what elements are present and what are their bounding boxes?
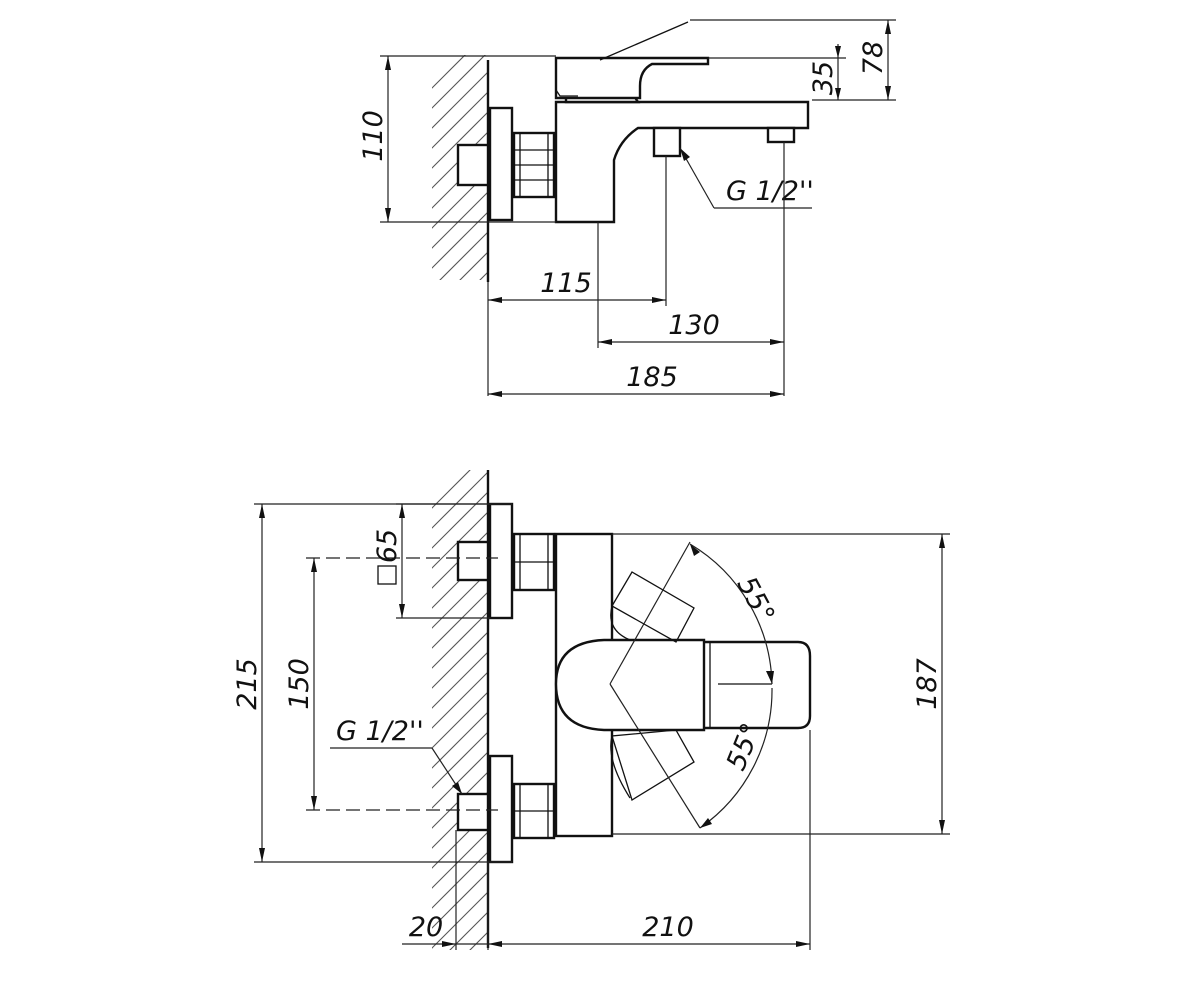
angle-upper-label: 55° — [731, 572, 781, 629]
mixer-body-side — [554, 100, 810, 224]
shower-outlet-side — [766, 126, 796, 144]
dim-130-label: 130 — [668, 310, 720, 341]
hex-nut-upper — [512, 532, 556, 592]
inlet-pipe-side — [456, 143, 490, 187]
dim-35-label: 35 — [808, 61, 839, 95]
dim-115-label: 115 — [540, 268, 592, 299]
dim-20: 20 — [402, 830, 489, 950]
dim-65-label: 65 — [372, 529, 403, 563]
dim-20-label: 20 — [409, 912, 443, 943]
lever-handle-top — [554, 638, 706, 732]
dim-130: 130 — [597, 142, 785, 396]
dim-115: 115 — [487, 156, 667, 396]
spout-outlet-side — [652, 126, 682, 158]
dim-187-label: 187 — [912, 658, 943, 710]
hex-nut-side — [512, 131, 556, 199]
inlet-pipe-top-lower — [456, 792, 490, 832]
wall-flange-upper — [488, 502, 514, 620]
dim-110: 110 — [358, 55, 556, 223]
dim-35: 35 — [708, 44, 846, 100]
inlet-pipe-top-upper — [456, 540, 490, 582]
dim-185-label: 185 — [626, 362, 678, 393]
dim-65: 65 — [372, 503, 490, 619]
lever-handle-side — [554, 21, 710, 104]
dim-187: 187 — [612, 533, 950, 835]
thread-label-side: G 1/2'' — [726, 176, 814, 207]
handle-rotation-upper — [610, 571, 695, 643]
square-symbol-icon — [377, 565, 397, 585]
dim-210-label: 210 — [642, 912, 694, 943]
dim-150-label: 150 — [284, 658, 315, 710]
thread-label-top: G 1/2'' — [336, 716, 424, 747]
dim-78-label: 78 — [858, 41, 889, 75]
dim-210: 210 — [488, 730, 811, 950]
wall-flange-side — [488, 106, 514, 222]
thread-callout-side: G 1/2'' — [679, 147, 814, 209]
dim-185: 185 — [488, 362, 784, 397]
dim-110-label: 110 — [358, 110, 389, 162]
handle-rotation-lower — [610, 729, 695, 801]
dim-215-label: 215 — [232, 658, 263, 710]
hex-nut-lower — [512, 782, 556, 840]
wall-flange-lower — [488, 754, 514, 864]
thread-callout-top: G 1/2'' — [330, 716, 463, 795]
dim-215: 215 — [232, 503, 512, 863]
dim-78: 78 — [690, 19, 896, 101]
side-view: 110 78 35 G 1/2'' — [358, 19, 896, 397]
dim-150: 150 — [284, 558, 317, 810]
top-view: 55° 55° 215 150 — [232, 470, 950, 950]
